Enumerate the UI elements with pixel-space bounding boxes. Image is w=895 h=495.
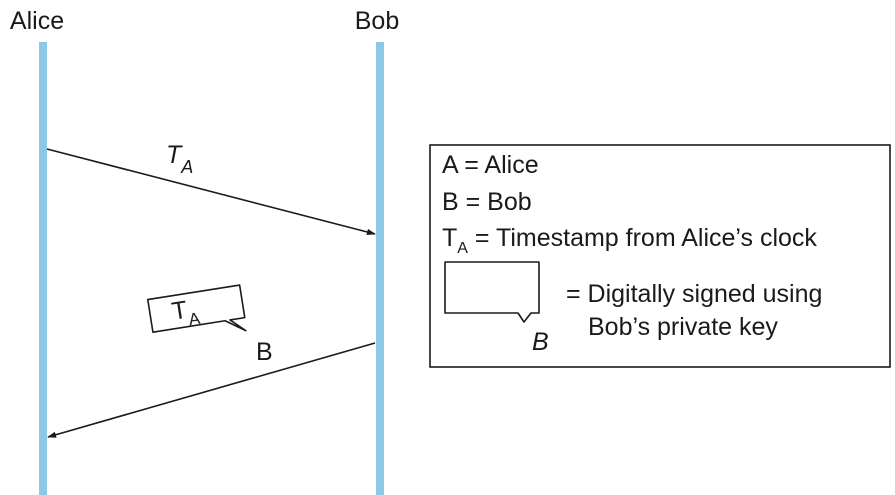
message-1-label-subscript: A	[180, 157, 193, 177]
legend-t-subscript: A	[457, 240, 468, 257]
legend-line-t: TA = Timestamp from Alice’s clock	[442, 224, 817, 257]
balloon-content-label: TA	[170, 294, 202, 332]
balloon-content-subscript: A	[187, 309, 202, 330]
legend-balloon-icon	[444, 261, 540, 323]
bob-lifeline	[376, 42, 384, 495]
signed-message-balloon: TA	[146, 284, 247, 333]
legend-balloon-signer: B	[532, 328, 549, 356]
message-arrow-bob-to-alice	[47, 342, 376, 438]
participant-alice-label: Alice	[10, 7, 64, 35]
legend-signed-line-1: = Digitally signed using	[566, 280, 822, 308]
legend-t-base: T	[442, 224, 457, 252]
legend-line-a: A = Alice	[442, 151, 539, 179]
balloon-signer-label: B	[256, 338, 273, 366]
message-arrow-alice-to-bob	[46, 148, 376, 236]
balloon-content-base: T	[170, 296, 189, 326]
legend-signed-line-2: Bob’s private key	[588, 313, 778, 341]
legend-box	[429, 144, 891, 368]
alice-lifeline	[39, 42, 47, 495]
balloon-outline	[146, 284, 247, 333]
message-1-label: TA	[166, 141, 193, 177]
message-1-label-base: T	[166, 141, 183, 169]
legend-t-rest: = Timestamp from Alice’s clock	[468, 224, 817, 252]
legend-line-b: B = Bob	[442, 188, 532, 216]
participant-bob-label: Bob	[355, 7, 399, 35]
